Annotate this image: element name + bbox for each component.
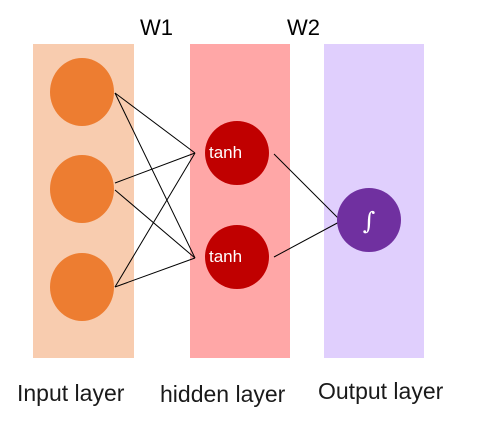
input-node bbox=[50, 253, 114, 321]
weight-label-w1: W1 bbox=[140, 15, 173, 40]
hidden-layer-label: hidden layer bbox=[160, 381, 286, 407]
weight-label-w2: W2 bbox=[287, 15, 320, 40]
edge-in2-h1 bbox=[114, 152, 196, 184]
input-nodes bbox=[50, 58, 114, 321]
edge-in1-h1 bbox=[114, 92, 196, 154]
output-nodes: ∫ bbox=[337, 188, 401, 252]
edge-in2-h2 bbox=[114, 189, 196, 259]
edge-in3-h1 bbox=[114, 152, 196, 288]
hidden-node bbox=[205, 225, 269, 289]
output-node bbox=[337, 188, 401, 252]
edge-in3-h2 bbox=[114, 257, 196, 288]
hidden-nodes: tanh tanh bbox=[205, 121, 269, 289]
output-node-symbol: ∫ bbox=[363, 207, 376, 235]
hidden-to-output-connections bbox=[273, 153, 342, 258]
hidden-node-label: tanh bbox=[209, 247, 242, 266]
edge-h2-out bbox=[273, 220, 342, 258]
hidden-layer-band bbox=[190, 44, 290, 358]
hidden-node bbox=[205, 121, 269, 185]
input-to-hidden-connections bbox=[114, 92, 196, 288]
input-layer-label: Input layer bbox=[17, 380, 125, 406]
input-node bbox=[50, 155, 114, 223]
input-node bbox=[50, 58, 114, 126]
output-layer-label: Output layer bbox=[318, 378, 444, 404]
hidden-node-label: tanh bbox=[209, 143, 242, 162]
edge-h1-out bbox=[273, 153, 342, 222]
edge-in1-h2 bbox=[114, 92, 196, 259]
